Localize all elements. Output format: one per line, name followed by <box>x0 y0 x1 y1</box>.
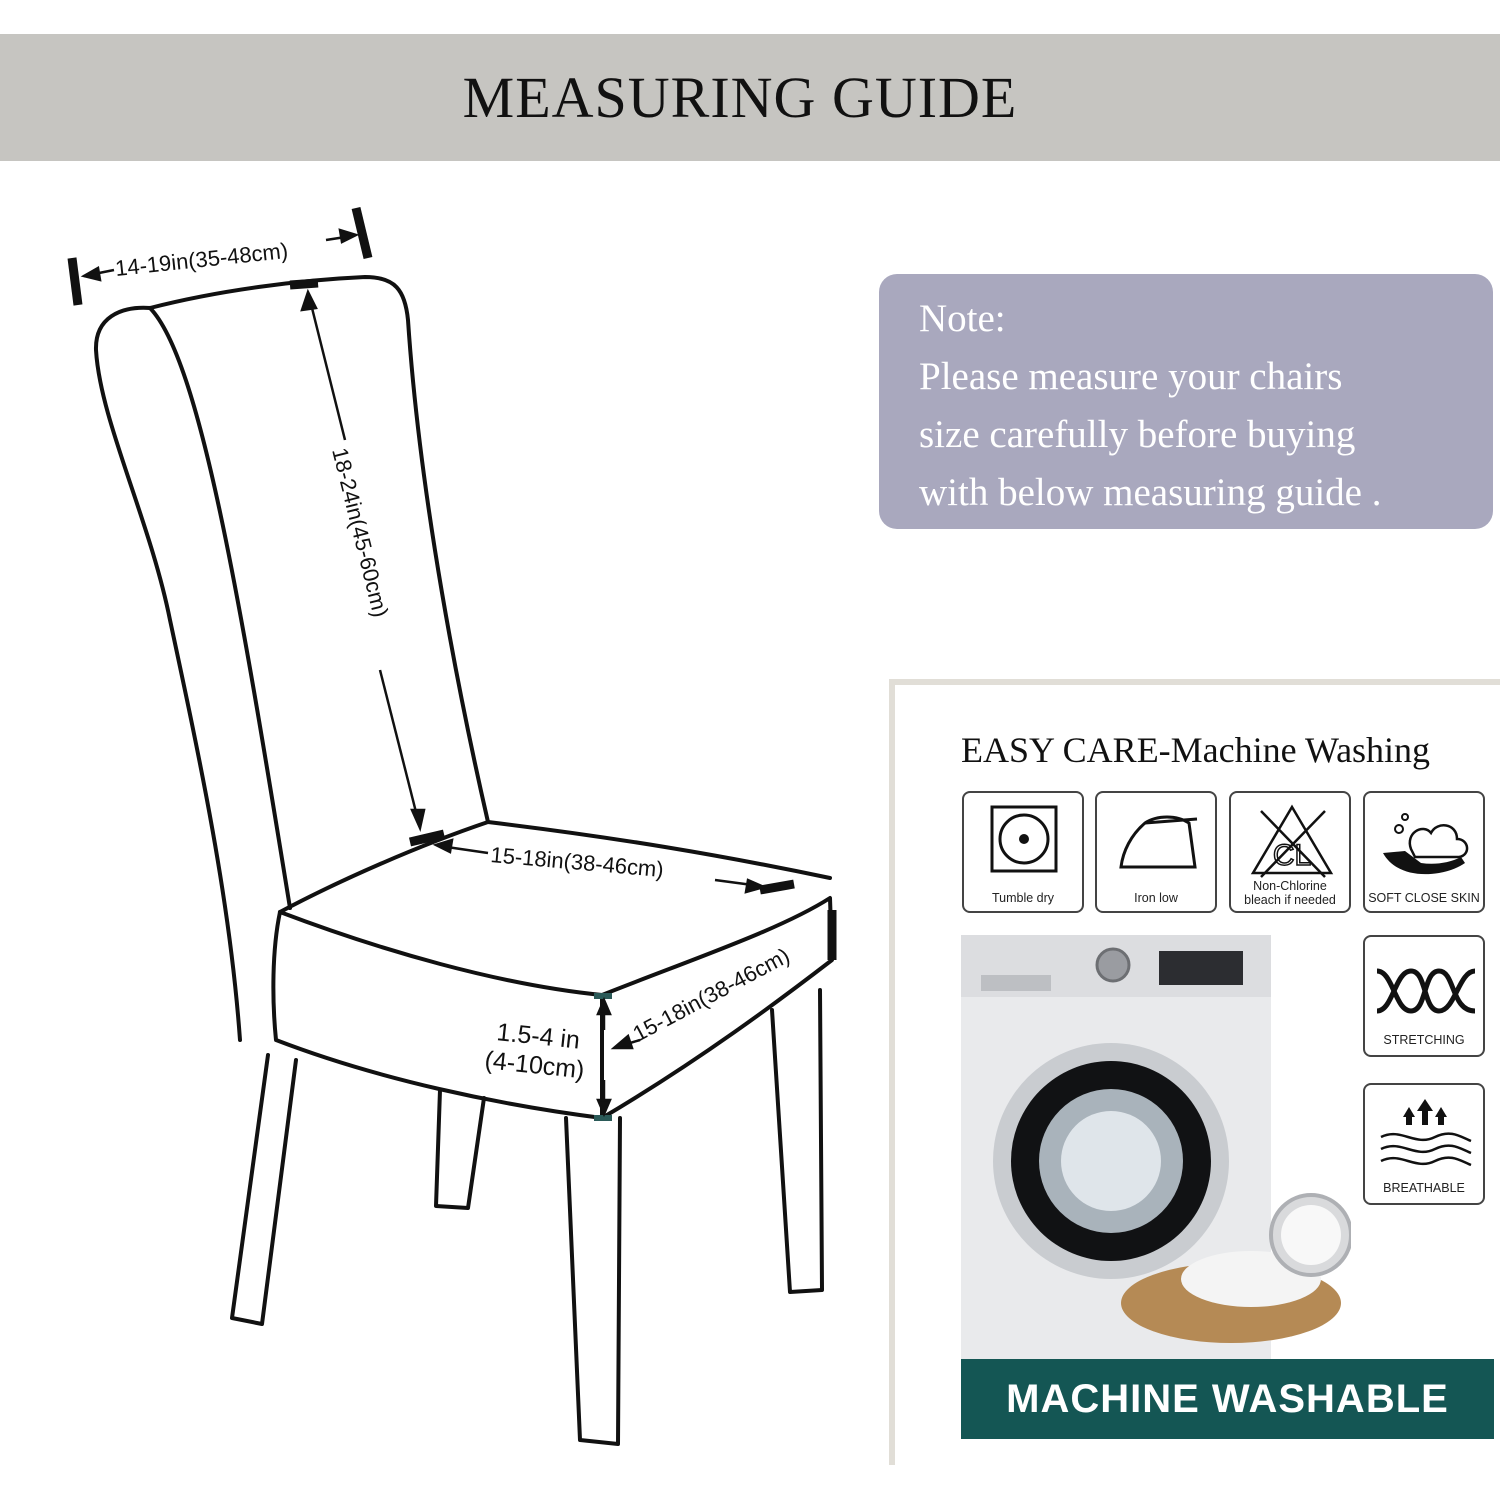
svg-text:CL: CL <box>1273 839 1311 872</box>
header-bar: MEASURING GUIDE <box>0 34 1500 161</box>
care-item-iron-low: Iron low <box>1095 791 1217 913</box>
chair-leg-back-left <box>230 1053 298 1326</box>
chair-seat-front <box>271 910 604 1120</box>
chair-seat-right-edge <box>600 896 834 1120</box>
breathable-label: BREATHABLE <box>1383 1181 1465 1195</box>
care-item-non-chlorine-bleach: CL Non-Chlorine bleach if needed <box>1229 791 1351 913</box>
chair-seat-top <box>278 820 832 914</box>
soft-close-skin-label: SOFT CLOSE SKIN <box>1368 891 1480 905</box>
note-box: Note: Please measure your chairs size ca… <box>879 274 1493 529</box>
note-line-1: Please measure your chairs <box>919 355 1343 398</box>
no-chlorine-bleach-icon: CL <box>1250 804 1334 878</box>
care-item-soft-close-skin: SOFT CLOSE SKIN <box>1363 791 1485 913</box>
soft-skin-icon <box>1383 813 1469 875</box>
iron-low-label: Iron low <box>1134 891 1178 905</box>
chair-backrest-front <box>148 306 292 910</box>
chair-backrest-outline <box>93 305 242 1042</box>
seat-depth-label: 15-18in(38-46cm) <box>629 943 794 1047</box>
machine-washable-banner: MACHINE WASHABLE <box>961 1359 1494 1439</box>
washing-machine-image <box>961 935 1351 1359</box>
page-title: MEASURING GUIDE <box>462 65 1018 130</box>
back-height-label: 18-24in(45-60cm) <box>327 445 393 620</box>
chair-leg-back-right <box>434 1088 486 1210</box>
iron-icon <box>1119 815 1198 869</box>
chair-backrest-top <box>148 275 490 824</box>
tumble-dry-icon <box>990 805 1058 873</box>
care-item-stretching: STRETCHING <box>1363 935 1485 1057</box>
care-item-breathable: BREATHABLE <box>1363 1083 1485 1205</box>
care-panel: EASY CARE-Machine Washing Tumble dry Iro… <box>889 679 1500 1465</box>
stretching-icon <box>1376 968 1476 1014</box>
chair-leg-front-right <box>770 988 824 1294</box>
note-line-2: size carefully before buying <box>919 413 1356 456</box>
chair-illustration: 14-19in(35-48cm) 18-24in(45-60cm) 15-18i… <box>67 206 837 1446</box>
note-line-3: with below measuring guide . <box>919 471 1382 514</box>
seat-width-label: 15-18in(38-46cm) <box>490 842 665 882</box>
care-item-tumble-dry: Tumble dry <box>962 791 1084 913</box>
care-title: EASY CARE-Machine Washing <box>961 730 1431 770</box>
non-chlorine-label-2: bleach if needed <box>1244 893 1336 907</box>
non-chlorine-label-1: Non-Chlorine <box>1253 879 1327 893</box>
back-width-label: 14-19in(35-48cm) <box>114 238 289 281</box>
chair-seat-front-edge <box>278 910 604 997</box>
stretching-label: STRETCHING <box>1383 1033 1465 1047</box>
chair-leg-front-left <box>564 1116 622 1446</box>
note-heading: Note: <box>919 297 1006 340</box>
tumble-dry-label: Tumble dry <box>991 891 1055 905</box>
breathable-icon <box>1380 1099 1472 1167</box>
